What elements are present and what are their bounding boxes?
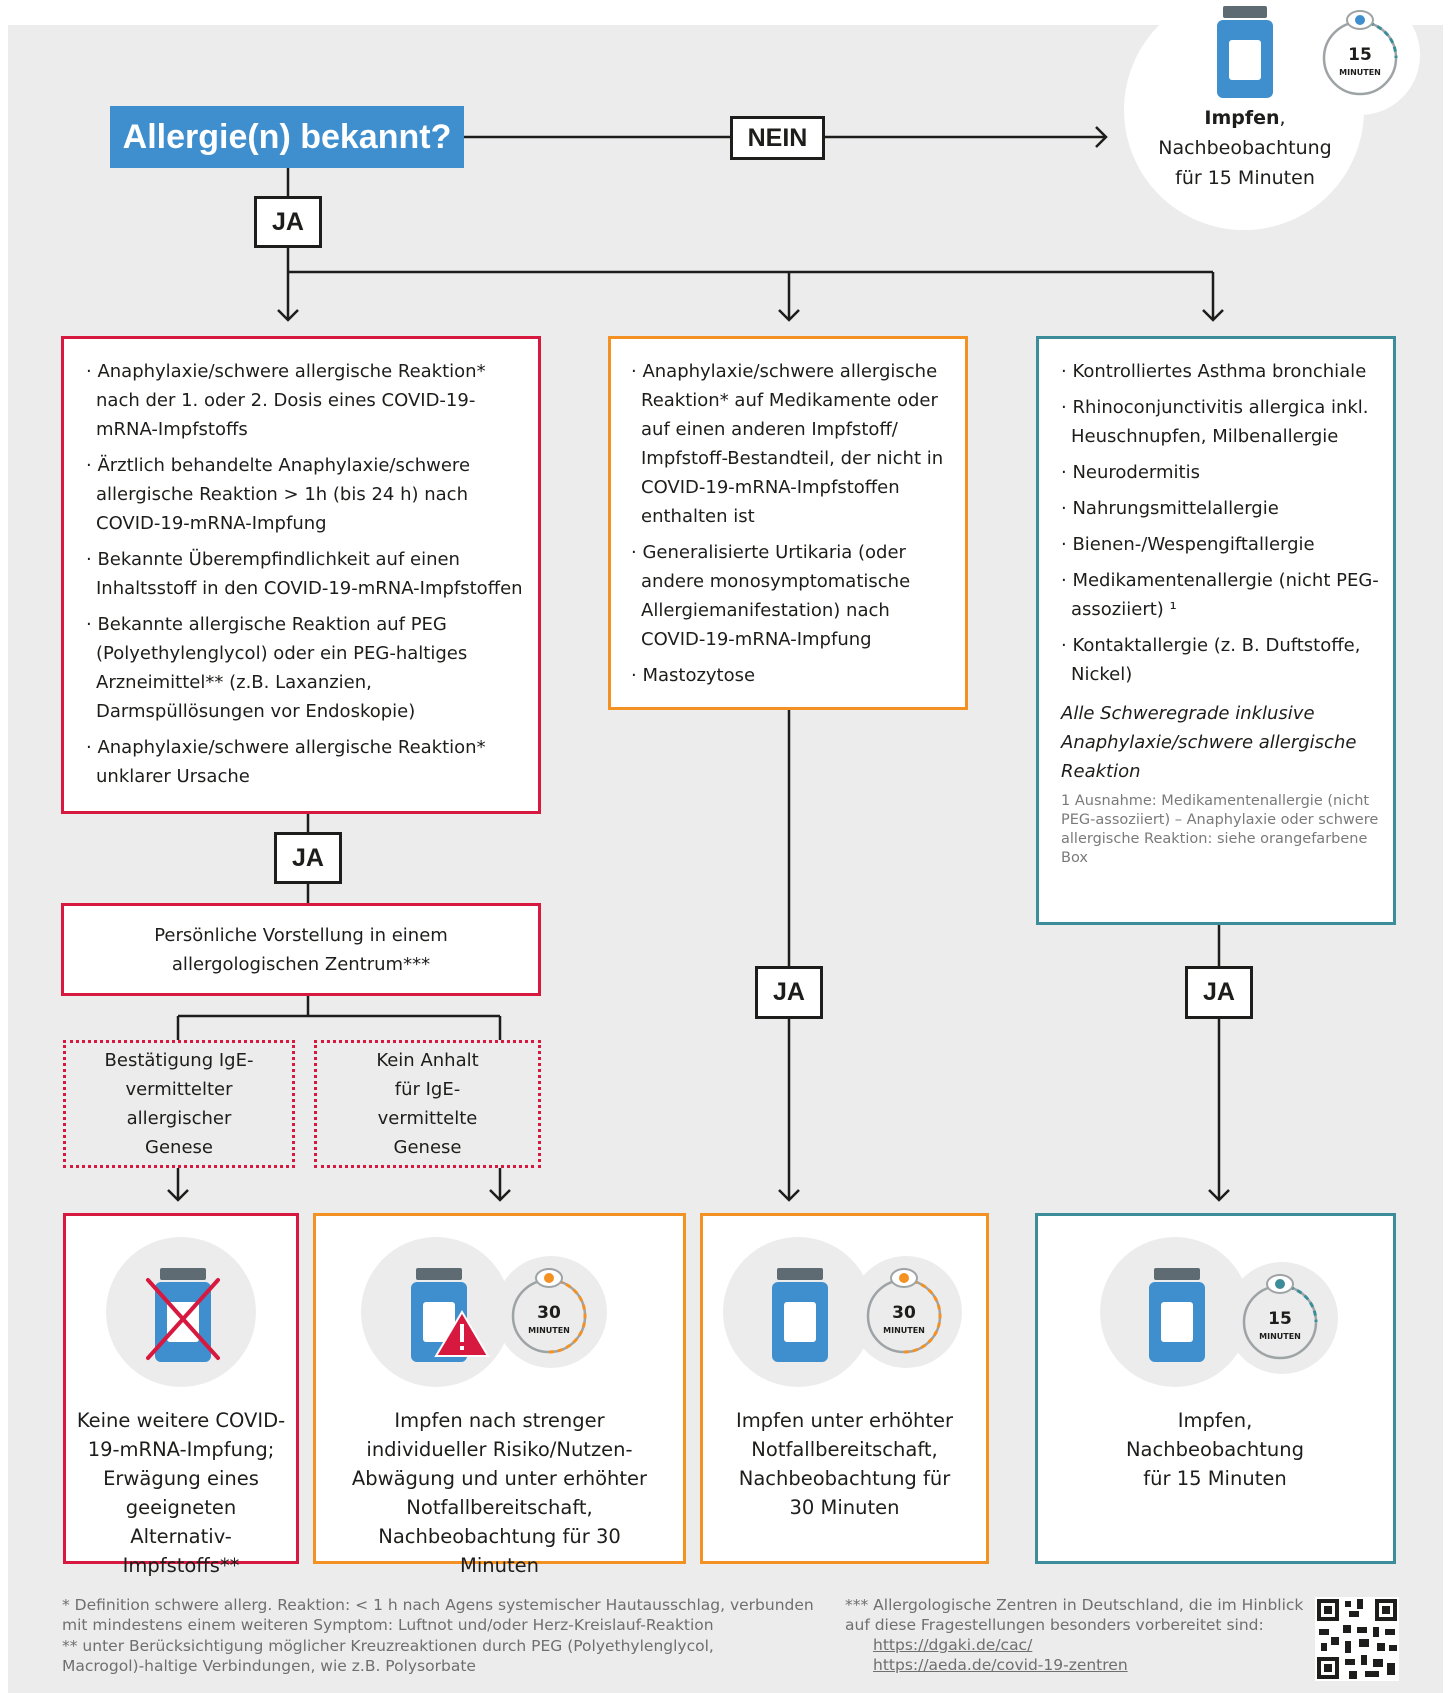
vial-icon [155,1268,211,1362]
red-item: · Anaphylaxie/schwere allergische Reakti… [86,737,486,787]
referral-text: Persönliche Vorstellung in einem allergo… [154,924,448,975]
eye-timer-icon [1322,10,1398,96]
red-item: · Anaphylaxie/schwere allergische Reakti… [86,361,486,440]
top-outcome-text: Impfen, Nachbeobachtung für 15 Minuten [1150,103,1340,193]
footnote-3-text: *** Allergologische Zentren in Deutschla… [845,1596,1304,1634]
no-vaccine-icon [146,1268,220,1362]
red-item: · Ärztlich behandelte Anaphylaxie/schwer… [86,455,471,534]
teal-item: · Medikamentenallergie (nicht PEG-assozi… [1061,570,1379,620]
orange-criteria-box: · Anaphylaxie/schwere allergische Reakti… [608,336,968,710]
eye-timer-icon [866,1268,942,1354]
top-timer-unit: MINUTEN [1339,67,1381,77]
referral-box: Persönliche Vorstellung in einem allergo… [61,903,541,996]
red-item: · Bekannte allergische Reaktion auf PEG … [86,614,468,722]
footnote-3: *** Allergologische Zentren in Deutschla… [845,1595,1315,1675]
vial-icon [772,1268,828,1362]
link-dgaki[interactable]: https://dgaki.de/cac/ [873,1636,1033,1654]
top-timer-value: 15 [1348,45,1372,65]
red-criteria-box: · Anaphylaxie/schwere allergische Reakti… [61,336,541,814]
no-evidence-text: Kein Anhalt für IgE-vermittelte Genese [376,1050,479,1158]
link-aeda[interactable]: https://aeda.de/covid-19-zentren [873,1656,1128,1674]
top-outcome-rest: , Nachbeobachtung für 15 Minuten [1158,107,1332,189]
teal-item: · Neurodermitis [1061,462,1200,483]
timer-value: 15 [1268,1309,1292,1329]
teal-item: · Bienen-/Wespengiftallergie [1061,534,1315,555]
eye-timer-icon [1242,1274,1318,1360]
vial-icon [1217,6,1273,98]
nein-label: NEIN [730,116,825,160]
orange-item: · Mastozytose [631,665,756,686]
confirmation-text: Bestätigung IgE-vermittelter allergische… [104,1050,254,1158]
teal-criteria-box: · Kontrolliertes Asthma bronchiale · Rhi… [1036,336,1396,925]
ja-label-red: JA [274,832,342,884]
teal-item: · Rhinoconjunctivitis allergica inkl. He… [1061,397,1369,447]
vial-icon [1149,1268,1205,1362]
footnote-2: ** unter Berücksichtigung möglicher Kreu… [62,1637,714,1675]
normal-text: Impfen, Nachbeobachtung für 15 Minuten [1125,1409,1305,1490]
teal-footnote: 1 Ausnahme: Medikamentenallergie (nicht … [1061,793,1379,866]
confirmation-box: Bestätigung IgE-vermittelter allergische… [63,1040,295,1168]
page-title: Allergie(n) bekannt? [110,106,464,168]
timer-unit: MINUTEN [528,1325,570,1335]
timer-unit: MINUTEN [1259,1331,1301,1341]
orange-item: · Generalisierte Urtikaria (oder andere … [631,542,911,650]
footnote-1: * Definition schwere allerg. Reaktion: <… [62,1596,814,1634]
cross-icon [146,1278,220,1360]
ja-label-teal: JA [1185,966,1253,1019]
no-vaccine-text: Keine weitere COVID-19-mRNA-Impfung; Erw… [76,1409,286,1577]
ja-label-orange: JA [755,966,823,1019]
qr-code-icon[interactable] [1315,1597,1399,1681]
timer-value: 30 [892,1303,916,1323]
top-outcome-bold: Impfen [1204,107,1280,129]
teal-item: · Kontrolliertes Asthma bronchiale [1061,361,1367,382]
teal-item: · Nahrungsmittelallergie [1061,498,1279,519]
red-item: · Bekannte Überempfindlichkeit auf einen… [86,549,523,599]
timer-value: 30 [537,1303,561,1323]
warning-icon [434,1310,490,1357]
ja-label-top: JA [254,196,322,248]
vial-icon [411,1268,490,1362]
orange-item: · Anaphylaxie/schwere allergische Reakti… [631,361,944,527]
no-evidence-box: Kein Anhalt für IgE-vermittelte Genese [314,1040,541,1168]
teal-item: · Kontaktallergie (z. B. Duftstoffe, Nic… [1061,635,1361,685]
eye-timer-icon [511,1268,587,1354]
strict-text: Impfen nach strenger individueller Risik… [351,1409,648,1577]
emergency-text: Impfen unter erhöhter Notfallbereitschaf… [735,1409,954,1519]
teal-note: Alle Schweregrade inklusive Anaphylaxie/… [1061,703,1357,782]
timer-unit: MINUTEN [883,1325,925,1335]
